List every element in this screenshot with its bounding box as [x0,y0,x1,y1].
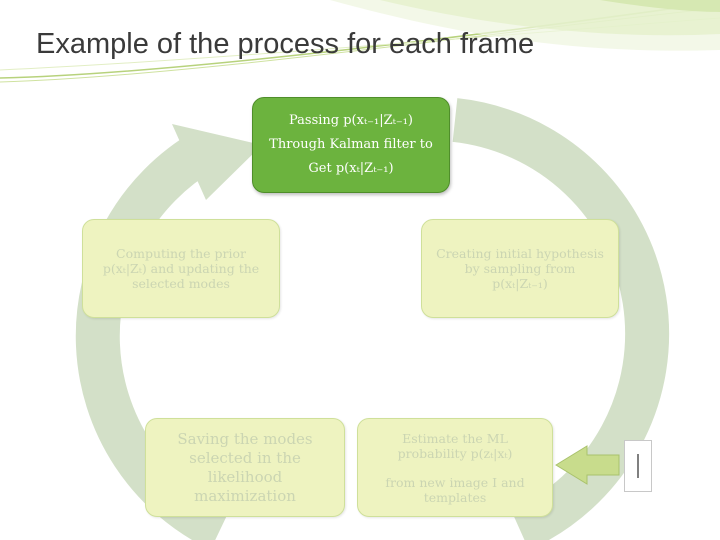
kalman-filter-step-box: Passing p(xₜ₋₁|Zₜ₋₁) Through Kalman filt… [252,97,450,193]
step-text-line: from new image I and [385,474,525,490]
step-text-line: Computing the prior [116,246,246,261]
save-modes-step-box: Saving the modes selected in the likelih… [145,418,345,517]
step-text-line: Estimate the ML [402,430,508,446]
ml-estimation-step-box: Estimate the ML probability p(zₜ|xₜ) fro… [357,418,553,517]
image-input-glyph [637,454,639,478]
step-text-line: Get p(xₜ|Zₜ₋₁) [308,161,394,176]
step-text-line: Passing p(xₜ₋₁|Zₜ₋₁) [288,113,413,128]
hypothesis-sampling-step-box: Creating initial hypothesis by sampling … [421,219,619,318]
step-text-line: Creating initial hypothesis [436,246,604,261]
header-swoosh-decoration [0,0,720,83]
image-input-marker [624,440,652,492]
step-text-line: by sampling from [464,261,576,276]
prior-computation-step-box: Computing the prior p(xₜ|Zₜ) and updatin… [82,219,280,318]
input-arrow [555,445,620,485]
slide-title: Example of the process for each frame [36,28,535,60]
step-text-line: selected in the [189,448,301,467]
step-text-line: p(xₜ|Zₜ) and updating the [102,261,260,276]
step-text-line: templates [423,489,487,505]
step-text-line: probability p(zₜ|xₜ) [397,445,513,461]
step-text-line: maximization [194,486,296,505]
step-text-line: Through Kalman filter to [269,137,433,152]
step-text-line: p(xₜ|Zₜ₋₁) [492,276,548,291]
step-text-line: likelihood [207,467,283,486]
step-text-line: Saving the modes [177,429,313,448]
step-text-line: selected modes [132,276,230,291]
